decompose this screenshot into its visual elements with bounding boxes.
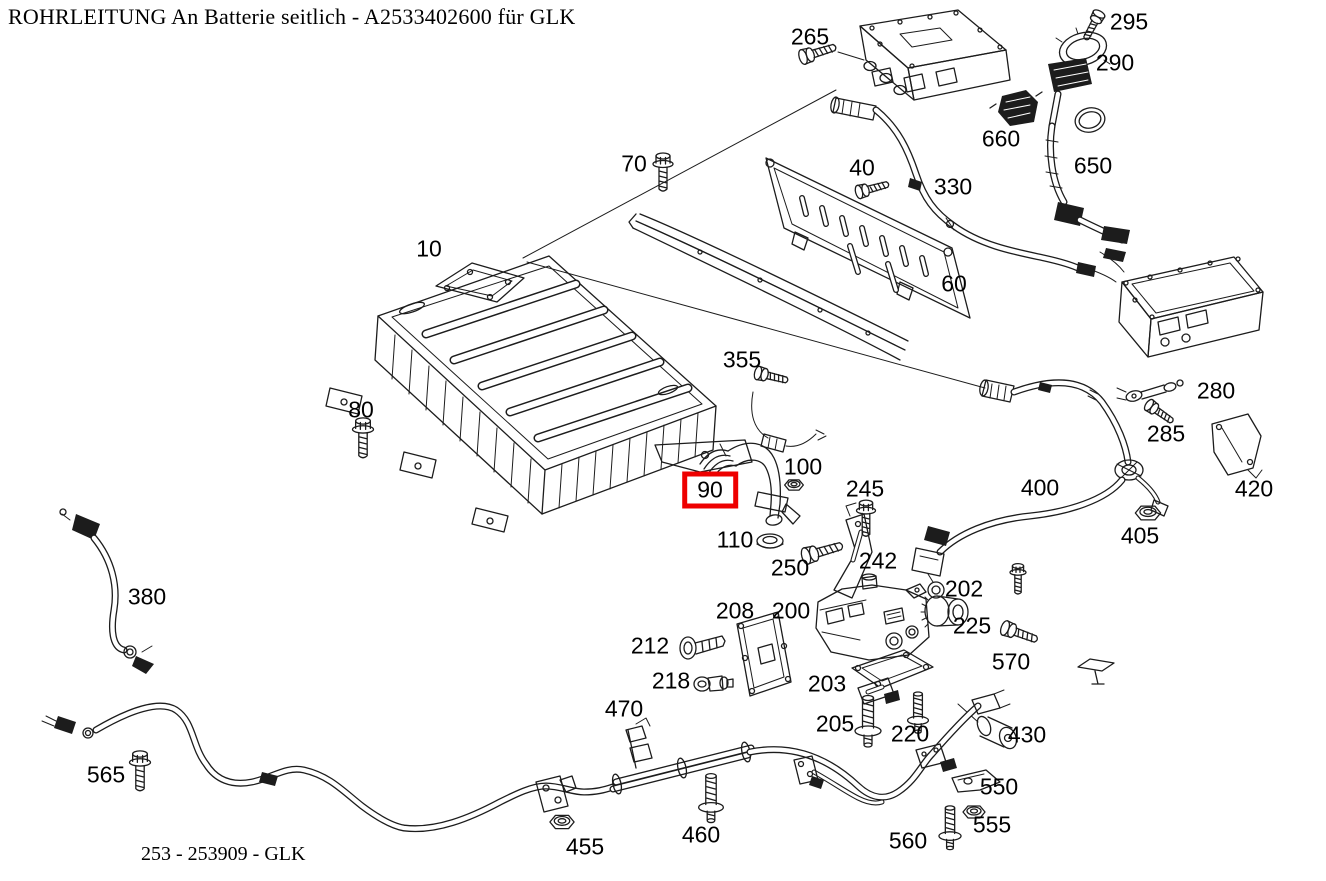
part-label-555[interactable]: 555 bbox=[972, 811, 1012, 838]
screw-70 bbox=[652, 152, 674, 192]
cover-plate-208 bbox=[737, 612, 791, 696]
part-label-10[interactable]: 10 bbox=[416, 235, 442, 262]
power-electronics-box bbox=[1086, 252, 1263, 357]
screw-225 bbox=[998, 618, 1041, 648]
screw-560 bbox=[938, 805, 962, 851]
part-label-380[interactable]: 380 bbox=[127, 583, 167, 610]
underfloor-harness bbox=[42, 690, 1010, 829]
part-label-560[interactable]: 560 bbox=[888, 827, 928, 854]
part-label-650[interactable]: 650 bbox=[1073, 152, 1113, 179]
screw-355-and-wire bbox=[752, 365, 826, 452]
part-label-570[interactable]: 570 bbox=[991, 648, 1031, 675]
bolt-430 bbox=[975, 714, 1020, 751]
part-label-110[interactable]: 110 bbox=[716, 526, 754, 553]
reference-screw bbox=[1009, 563, 1027, 595]
part-label-203[interactable]: 203 bbox=[807, 670, 847, 697]
part-label-660[interactable]: 660 bbox=[981, 125, 1021, 152]
part-label-430[interactable]: 430 bbox=[1007, 721, 1047, 748]
catalog-reference: 253 - 253909 - GLK bbox=[141, 843, 306, 865]
part-label-80[interactable]: 80 bbox=[348, 396, 374, 423]
part-label-70[interactable]: 70 bbox=[621, 150, 647, 177]
part-label-470[interactable]: 470 bbox=[604, 695, 644, 722]
part-label-202[interactable]: 202 bbox=[944, 575, 984, 602]
part-label-225[interactable]: 225 bbox=[952, 612, 992, 639]
part-label-242[interactable]: 242 bbox=[858, 547, 898, 574]
part-label-290[interactable]: 290 bbox=[1095, 49, 1135, 76]
plate-550 bbox=[952, 770, 1000, 792]
page-title: ROHRLEITUNG An Batterie seitlich - A2533… bbox=[8, 4, 576, 29]
part-label-208[interactable]: 208 bbox=[715, 597, 755, 624]
part-label-285[interactable]: 285 bbox=[1146, 420, 1186, 447]
grommet-110 bbox=[756, 533, 784, 549]
part-label-218[interactable]: 218 bbox=[651, 667, 691, 694]
part-label-200[interactable]: 200 bbox=[771, 597, 811, 624]
bracket-420 bbox=[1212, 414, 1262, 478]
bonding-strap-280 bbox=[1117, 380, 1183, 403]
part-label-460[interactable]: 460 bbox=[681, 821, 721, 848]
part-label-420[interactable]: 420 bbox=[1234, 475, 1274, 502]
part-label-355[interactable]: 355 bbox=[722, 346, 762, 373]
part-label-455[interactable]: 455 bbox=[565, 833, 605, 860]
part-label-245[interactable]: 245 bbox=[845, 475, 885, 502]
leader-lines bbox=[523, 52, 985, 722]
mounting-panel bbox=[766, 158, 970, 318]
part-label-330[interactable]: 330 bbox=[933, 173, 973, 200]
part-label-220[interactable]: 220 bbox=[890, 720, 930, 747]
clip-470 bbox=[626, 718, 652, 768]
part-label-565[interactable]: 565 bbox=[86, 761, 126, 788]
charge-harness-650 bbox=[1045, 7, 1130, 262]
battery-pack bbox=[326, 256, 752, 532]
part-label-90[interactable]: 90 bbox=[682, 471, 738, 509]
part-label-60[interactable]: 60 bbox=[941, 270, 967, 297]
part-label-280[interactable]: 280 bbox=[1196, 377, 1236, 404]
part-label-265[interactable]: 265 bbox=[790, 23, 830, 50]
screw-80 bbox=[351, 417, 375, 459]
nut-100 bbox=[784, 479, 804, 491]
ground-cable-380 bbox=[60, 509, 154, 674]
part-label-550[interactable]: 550 bbox=[979, 773, 1019, 800]
battery-pipe-90 bbox=[700, 443, 800, 526]
knurled-plug-202 bbox=[921, 596, 968, 627]
crossmember-rail bbox=[629, 214, 908, 360]
plug-218 bbox=[694, 676, 733, 691]
screw-212 bbox=[680, 636, 725, 659]
cable-330 bbox=[830, 96, 1096, 277]
part-label-400[interactable]: 400 bbox=[1020, 474, 1060, 501]
part-label-40[interactable]: 40 bbox=[849, 154, 875, 181]
part-label-212[interactable]: 212 bbox=[630, 632, 670, 659]
screw-460 bbox=[698, 773, 724, 824]
screw-565 bbox=[128, 750, 152, 792]
part-label-100[interactable]: 100 bbox=[783, 453, 823, 480]
valve-unit-200 bbox=[816, 574, 929, 660]
part-label-250[interactable]: 250 bbox=[770, 554, 810, 581]
clip-570 bbox=[1078, 659, 1114, 684]
nut-455 bbox=[549, 814, 575, 830]
part-label-405[interactable]: 405 bbox=[1120, 522, 1160, 549]
screw-40 bbox=[853, 176, 891, 201]
inverter-box bbox=[860, 10, 1010, 100]
hv-harness-400 bbox=[912, 379, 1168, 598]
connector-660 bbox=[990, 90, 1042, 126]
part-label-295[interactable]: 295 bbox=[1109, 8, 1149, 35]
part-label-205[interactable]: 205 bbox=[815, 710, 855, 737]
